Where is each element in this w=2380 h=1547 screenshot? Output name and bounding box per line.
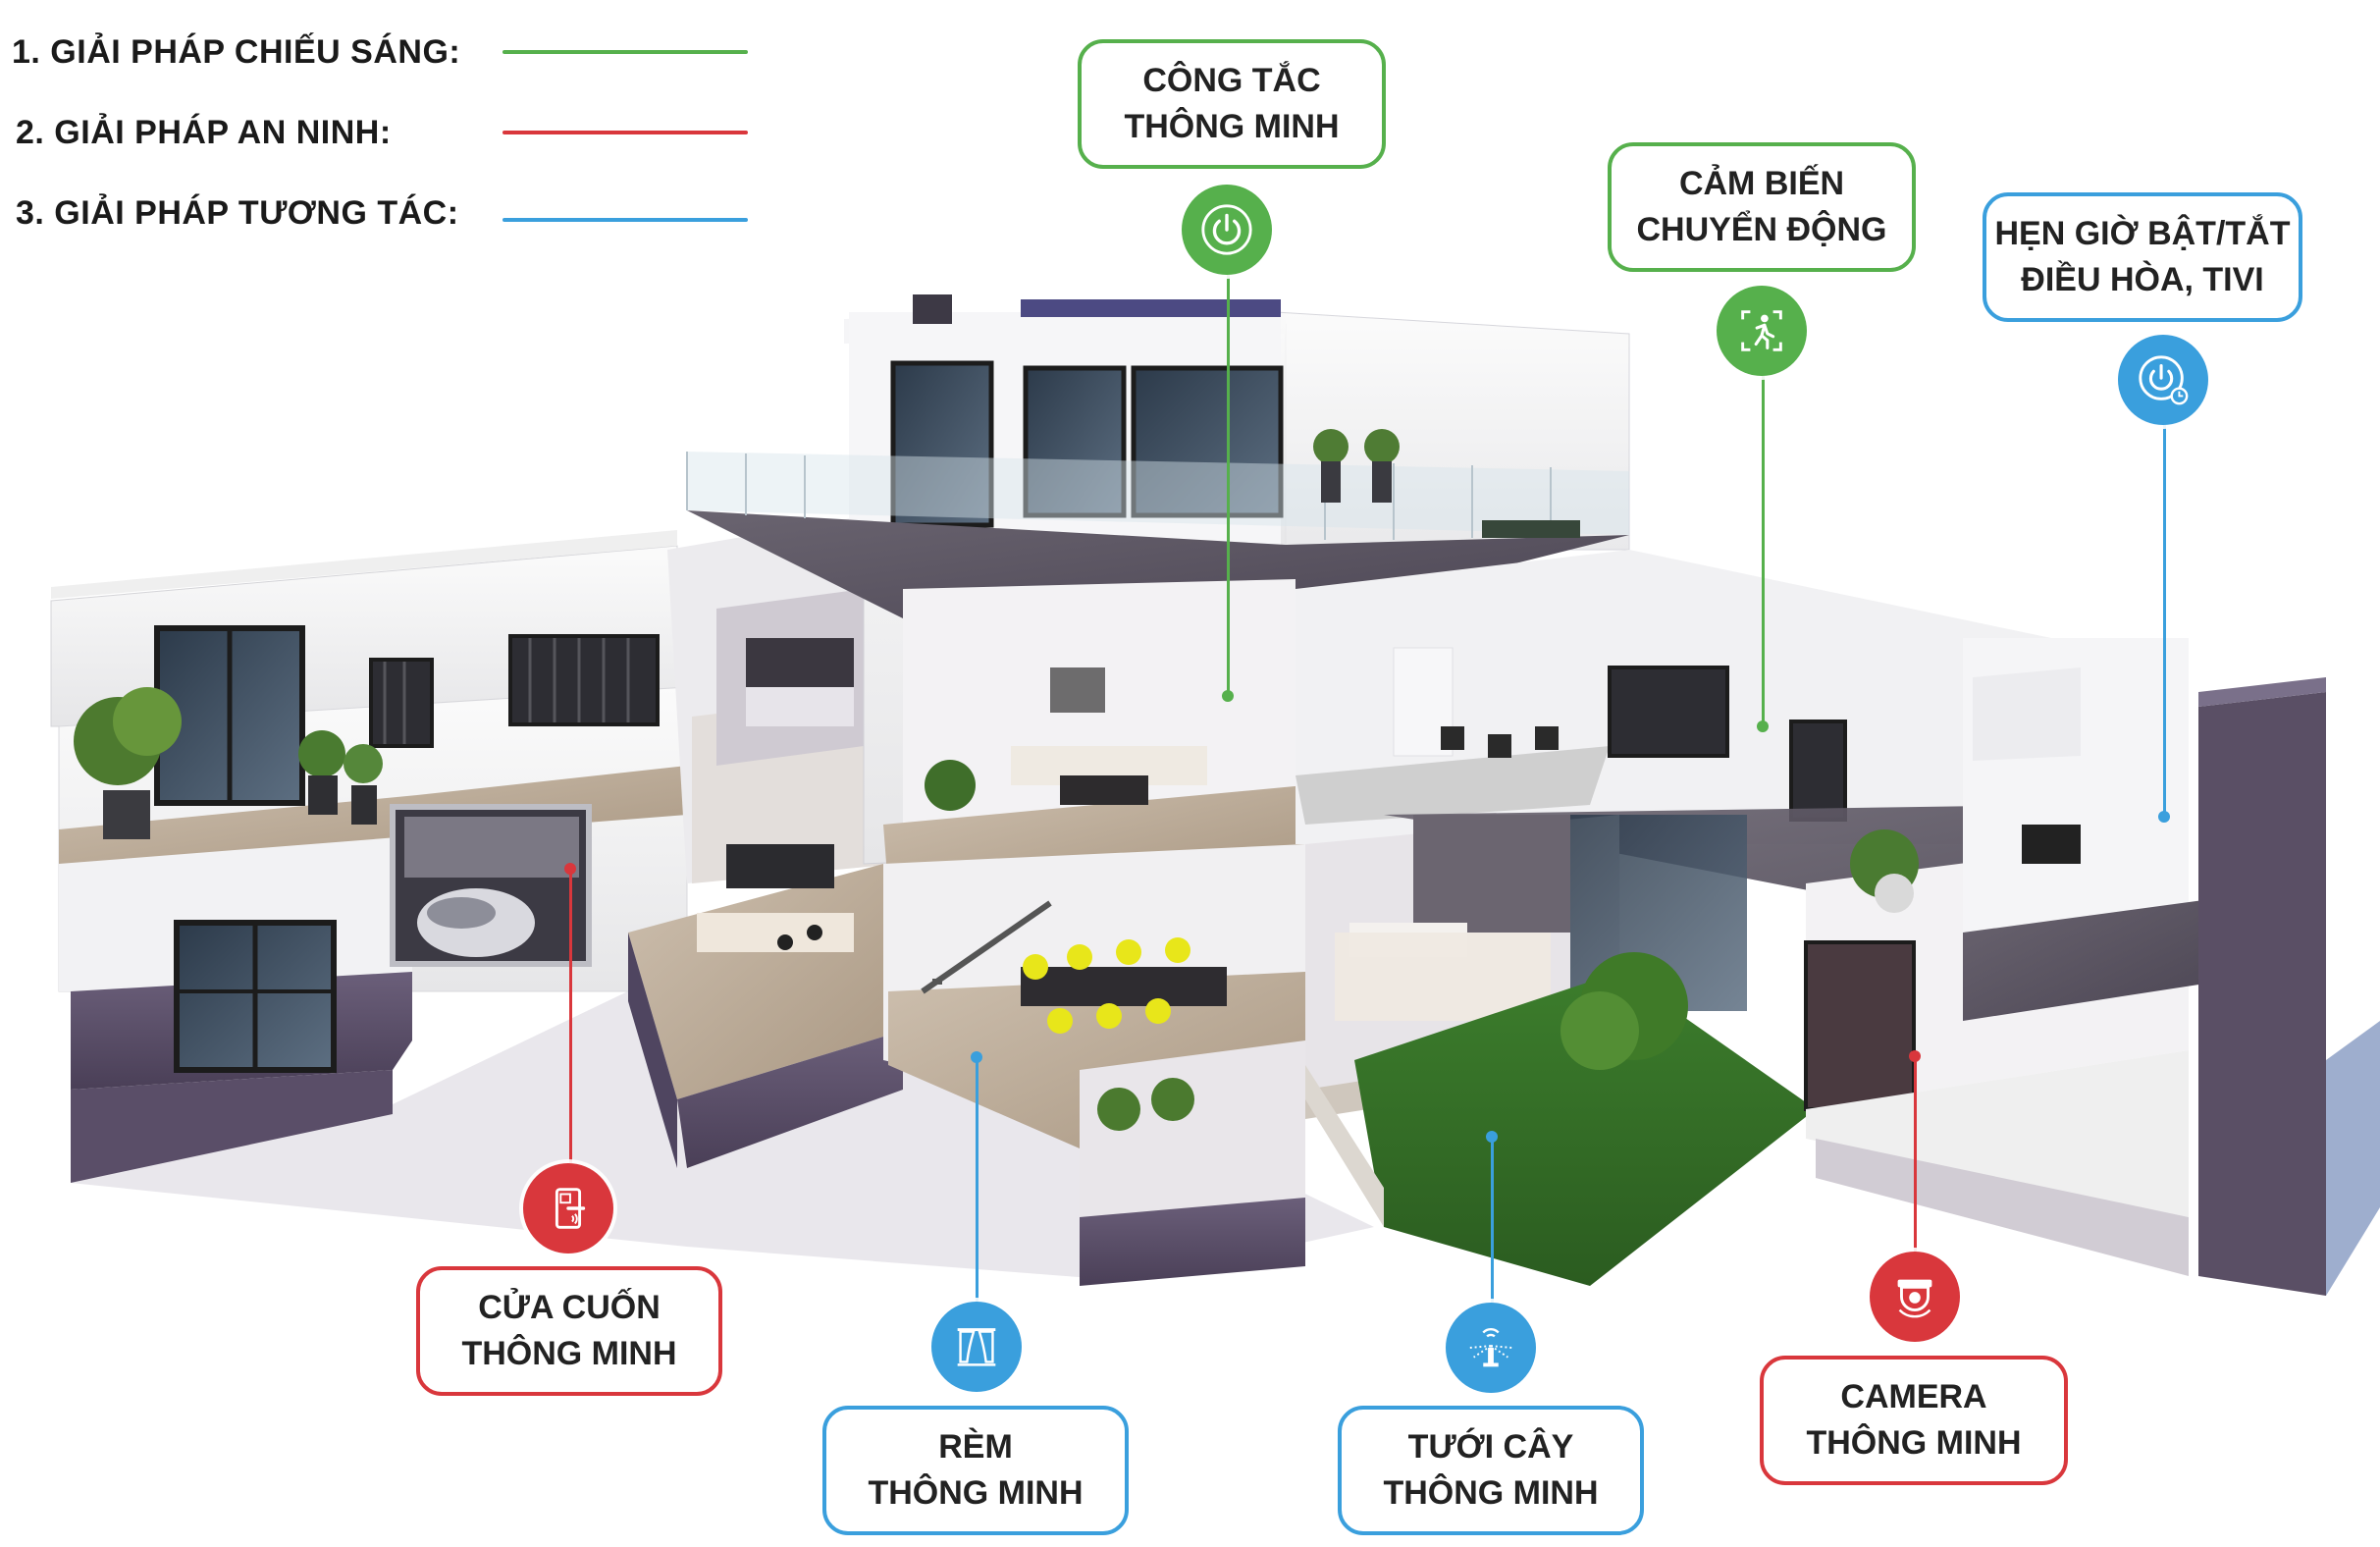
callout-camera-line2: THÔNG MINH [1806, 1424, 2022, 1462]
power-icon [1182, 185, 1272, 275]
legend-label-lighting: 1. GIẢI PHÁP CHIẾU SÁNG: [12, 33, 461, 71]
callout-roller-door-line2: THÔNG MINH [461, 1335, 677, 1372]
callout-smart-switch: CÔNG TẮC THÔNG MINH [1078, 39, 1386, 169]
anchor-dot-timer [2158, 811, 2170, 823]
callout-motion-sensor-line2: CHUYỂN ĐỘNG [1636, 211, 1887, 248]
legend-line-interaction [502, 218, 748, 222]
callout-watering: TƯỚI CÂY THÔNG MINH [1338, 1406, 1644, 1535]
callout-smart-switch-line1: CÔNG TẮC [1142, 62, 1321, 100]
sprinkler-icon [1446, 1303, 1536, 1393]
curtain-icon [931, 1302, 1022, 1392]
anchor-dot-smart-switch [1222, 690, 1234, 702]
callout-roller-door-line1: CỬA CUỐN [478, 1289, 661, 1327]
callout-roller-door: CỬA CUỐN THÔNG MINH [416, 1266, 722, 1396]
legend-label-security: 2. GIẢI PHÁP AN NINH: [16, 114, 392, 151]
legend-line-lighting [502, 50, 748, 54]
connector-smart-switch [1227, 265, 1230, 697]
callout-timer-line2: ĐIỀU HÒA, TIVI [2021, 261, 2264, 298]
connector-curtain [976, 1057, 978, 1303]
callout-timer: HẸN GIỜ BẬT/TẮT ĐIỀU HÒA, TIVI [1983, 192, 2302, 322]
smart-lock-icon [523, 1163, 613, 1254]
motion-sensor-icon [1717, 286, 1807, 376]
callout-watering-line1: TƯỚI CÂY [1407, 1428, 1574, 1467]
callout-camera-line1: CAMERA [1840, 1378, 1987, 1416]
callout-motion-sensor-line1: CẢM BIẾN [1678, 165, 1845, 203]
connector-camera [1914, 1056, 1917, 1257]
legend-label-interaction: 3. GIẢI PHÁP TƯƠNG TÁC: [16, 194, 459, 232]
anchor-dot-camera [1909, 1050, 1921, 1062]
callout-curtain-line1: RÈM [938, 1428, 1013, 1467]
anchor-dot-motion-sensor [1757, 720, 1769, 732]
anchor-dot-curtain [971, 1051, 982, 1063]
timer-power-icon [2118, 335, 2208, 425]
callout-motion-sensor: CẢM BIẾN CHUYỂN ĐỘNG [1608, 142, 1916, 272]
callout-camera: CAMERA THÔNG MINH [1760, 1356, 2068, 1485]
anchor-dot-roller-door [564, 863, 576, 875]
callout-smart-switch-line2: THÔNG MINH [1124, 108, 1340, 145]
callout-curtain: RÈM THÔNG MINH [822, 1406, 1129, 1535]
legend-line-security [502, 131, 748, 134]
callout-curtain-line2: THÔNG MINH [868, 1474, 1084, 1512]
callout-timer-line1: HẸN GIỜ BẬT/TẮT [1994, 215, 2291, 253]
connector-timer [2163, 422, 2166, 815]
connector-roller-door [569, 869, 572, 1163]
connector-motion-sensor [1762, 358, 1765, 726]
camera-icon [1870, 1252, 1960, 1342]
callout-watering-line2: THÔNG MINH [1383, 1474, 1599, 1512]
connector-watering [1491, 1137, 1494, 1308]
anchor-dot-watering [1486, 1131, 1498, 1143]
